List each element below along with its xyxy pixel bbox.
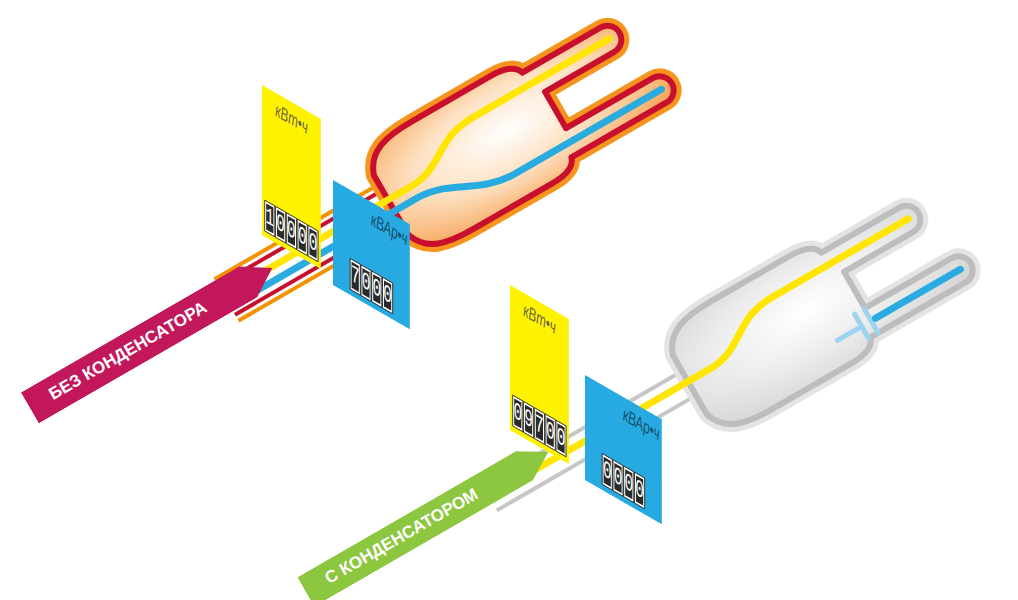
reactive-wire (876, 269, 961, 318)
arrow-label: БЕЗ КОНДЕНСАТОРА (21, 291, 215, 424)
plug-glow (360, 0, 685, 259)
pointer-arrow: С КОНДЕНСАТОРОМ (297, 437, 556, 600)
counter-digits: 7000 (350, 259, 394, 314)
plug-glow (659, 179, 984, 438)
kvarh-meter: кВАр•ч 0000 (585, 375, 662, 524)
active-wire (209, 39, 624, 295)
counter-window: 09700 (513, 396, 566, 456)
pointer-arrow: БЕЗ КОНДЕНСАТОРА (21, 252, 281, 423)
plug-body (659, 179, 984, 438)
arrow-label: С КОНДЕНСАТОРОМ (297, 478, 485, 600)
kwh-meter: кВт•ч10000 (262, 85, 321, 269)
unit-label: кВАр•ч (623, 403, 659, 446)
plug-body (360, 0, 685, 259)
capacitor-lead (837, 326, 861, 340)
unit-label: кВт•ч (523, 299, 555, 340)
capacitor-symbol (855, 314, 869, 338)
counter-window: 7000 (350, 259, 392, 313)
counter-digits: 0000 (602, 454, 646, 509)
counter-window: 0000 (602, 454, 644, 508)
plug-with-capacitor (460, 179, 984, 553)
reactive-wire (230, 65, 661, 330)
unit-label: кВт•ч (275, 99, 307, 140)
kwh-meter: кВт•ч 09700 (510, 285, 569, 464)
counter-digits: 09700 (513, 396, 567, 457)
plug-without-capacitor (195, 0, 685, 354)
